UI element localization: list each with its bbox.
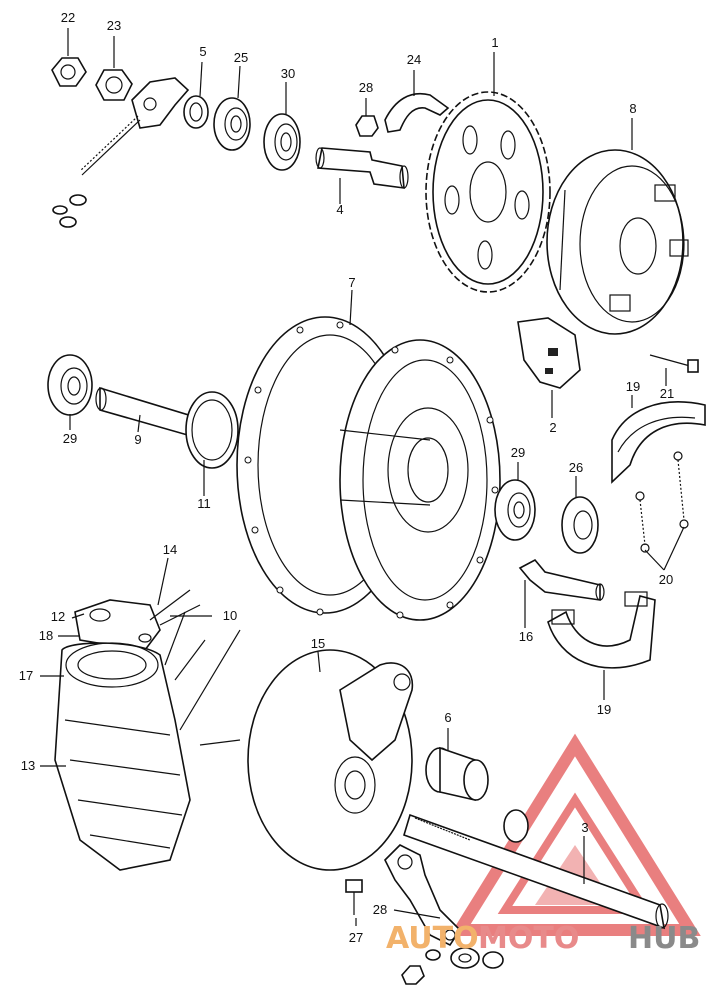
label-4: 4 — [336, 202, 343, 217]
collar-5 — [183, 95, 209, 129]
label-27: 27 — [349, 930, 363, 945]
label-10: 10 — [223, 608, 237, 623]
collar-6 — [425, 746, 489, 802]
leader-lines — [40, 28, 685, 926]
spokes-10 — [149, 589, 241, 746]
label-29-left: 29 — [63, 431, 77, 446]
label-2: 2 — [549, 420, 556, 435]
label-8: 8 — [629, 101, 636, 116]
label-25: 25 — [234, 50, 248, 65]
wheel-hub-7 — [236, 316, 501, 621]
part-labels: 22 23 5 25 30 28 24 1 8 4 7 2 21 19 29 9… — [19, 10, 674, 945]
label-18: 18 — [39, 628, 53, 643]
brake-shoe-19-bottom — [547, 591, 656, 669]
bearing-29-right — [494, 479, 536, 541]
label-30: 30 — [281, 66, 295, 81]
label-5: 5 — [199, 44, 206, 59]
springs-20 — [635, 451, 689, 553]
label-22: 22 — [61, 10, 75, 25]
seal-26 — [561, 496, 599, 554]
label-26: 26 — [569, 460, 583, 475]
label-9: 9 — [134, 432, 141, 447]
nut-23 — [95, 69, 133, 101]
brake-cam-16 — [518, 558, 605, 601]
label-1: 1 — [491, 35, 498, 50]
bolt-21 — [649, 354, 699, 373]
label-16: 16 — [519, 629, 533, 644]
label-28-top: 28 — [359, 80, 373, 95]
label-21: 21 — [660, 386, 674, 401]
watermark-auto: AUTO — [386, 921, 479, 956]
label-23: 23 — [107, 18, 121, 33]
dust-seal-11 — [185, 391, 239, 469]
label-17: 17 — [19, 668, 33, 683]
watermark-hub: HUB — [628, 921, 700, 956]
axle-3 — [403, 809, 669, 930]
label-6: 6 — [444, 710, 451, 725]
label-20: 20 — [659, 572, 673, 587]
bracket-24 — [384, 93, 450, 133]
axle-sleeve-4 — [315, 147, 409, 189]
label-13: 13 — [21, 758, 35, 773]
chain-adjuster-plate — [52, 77, 190, 228]
brake-shoe-19-top — [611, 401, 706, 484]
brake-panel-15 — [247, 649, 414, 871]
damper-2 — [517, 317, 581, 389]
bearing-29-left — [47, 354, 93, 416]
label-28-bottom: 28 — [373, 902, 387, 917]
label-29-right: 29 — [511, 445, 525, 460]
watermark-logo — [449, 733, 701, 936]
torque-link-28 — [384, 844, 462, 947]
sprocket-1 — [425, 91, 551, 293]
bearing-25 — [213, 97, 251, 151]
watermark-text: AUTO MOTO HUB — [386, 921, 700, 956]
label-7: 7 — [348, 275, 355, 290]
label-14: 14 — [163, 542, 177, 557]
label-19-bottom: 19 — [597, 702, 611, 717]
hub-body-13 — [54, 642, 191, 871]
nut-28-top — [355, 115, 379, 137]
label-11: 11 — [197, 496, 211, 511]
bottom-washers — [401, 947, 504, 985]
watermark-moto: MOTO — [478, 921, 579, 956]
sprocket-hub-8 — [546, 149, 689, 335]
bearing-30 — [263, 113, 301, 171]
nut-22 — [51, 57, 87, 87]
label-3: 3 — [581, 820, 588, 835]
label-24: 24 — [407, 52, 421, 67]
label-12: 12 — [51, 609, 65, 624]
bolt-27 — [345, 879, 363, 915]
brake-arm-assembly — [74, 599, 161, 651]
label-15: 15 — [311, 636, 325, 651]
label-19-top: 19 — [626, 379, 640, 394]
